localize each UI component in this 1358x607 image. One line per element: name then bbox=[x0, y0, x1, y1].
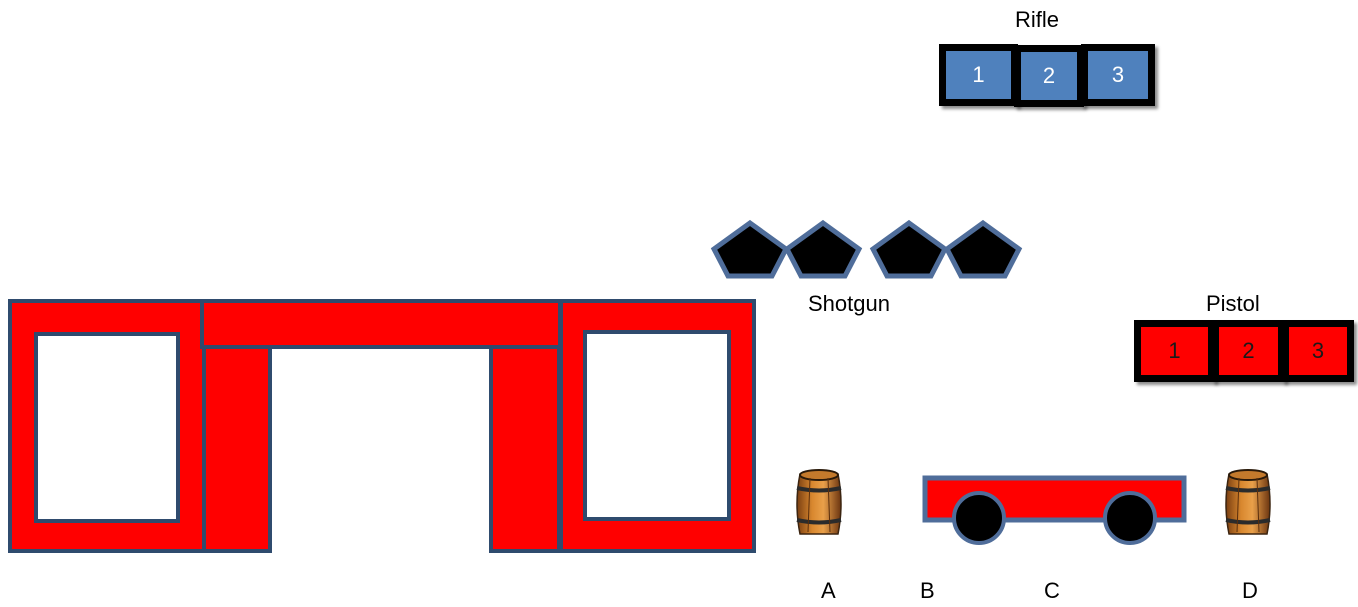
position-label-b: B bbox=[920, 578, 935, 603]
position-label-a: A bbox=[821, 578, 836, 603]
wagon-wheel-right bbox=[1103, 491, 1157, 545]
wagon-wheel-left bbox=[952, 491, 1006, 545]
shotgun-target-1 bbox=[710, 219, 790, 279]
barrel-icon bbox=[1225, 469, 1271, 535]
shotgun-target-2 bbox=[783, 219, 863, 279]
building-structure bbox=[8, 299, 756, 553]
right-window-opening bbox=[583, 330, 731, 521]
pistol-target-3: 3 bbox=[1282, 320, 1354, 382]
pistol-target-2: 2 bbox=[1212, 320, 1285, 382]
rifle-label: Rifle bbox=[1015, 7, 1060, 32]
shotgun-targets bbox=[710, 219, 1023, 279]
pistol-target-1: 1 bbox=[1134, 320, 1215, 382]
wagon-icon bbox=[922, 475, 1187, 545]
barrel-icon bbox=[796, 469, 842, 535]
rifle-target-3: 3 bbox=[1081, 44, 1155, 106]
shotgun-label: Shotgun bbox=[808, 291, 890, 316]
rifle-target-2: 2 bbox=[1014, 45, 1084, 107]
rifle-target-1: 1 bbox=[939, 44, 1018, 106]
position-label-d: D bbox=[1242, 578, 1258, 603]
top-beam bbox=[200, 299, 562, 349]
left-window-opening bbox=[34, 332, 180, 523]
position-label-c: C bbox=[1044, 578, 1060, 603]
shotgun-target-3 bbox=[869, 219, 949, 279]
pistol-label: Pistol bbox=[1206, 291, 1260, 316]
right-post bbox=[489, 345, 561, 553]
shotgun-target-4 bbox=[943, 219, 1023, 279]
left-post bbox=[202, 345, 272, 553]
